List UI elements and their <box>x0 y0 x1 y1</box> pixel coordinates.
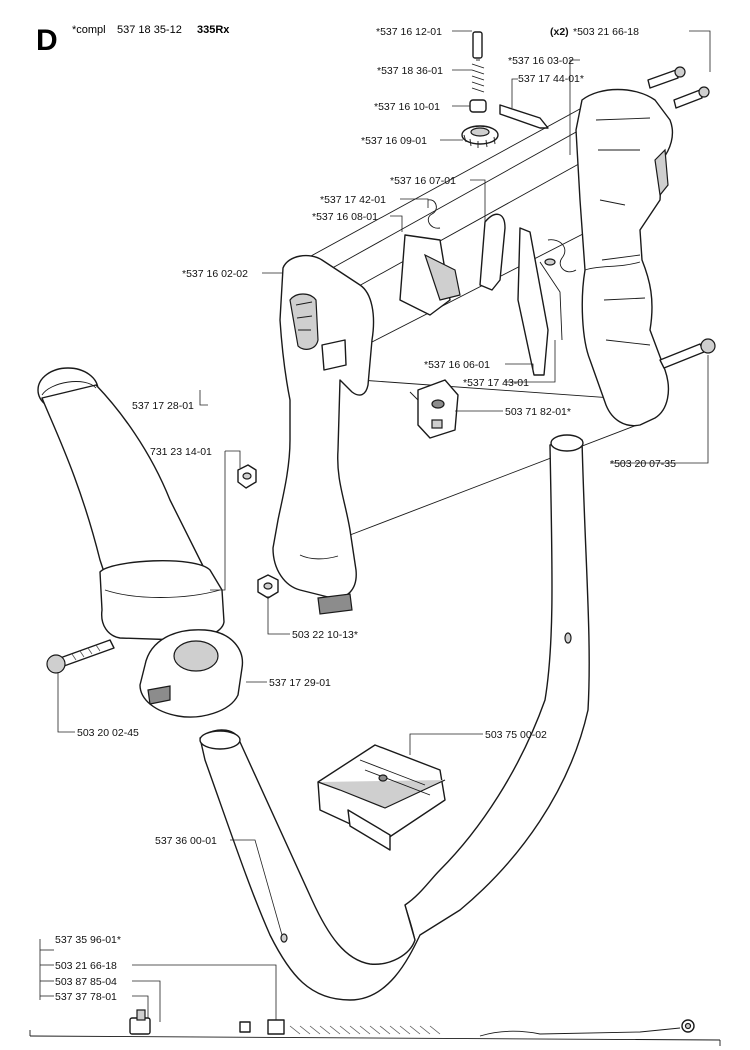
label-503-21-66-18-top: *503 21 66-18 <box>573 26 639 38</box>
spacer-block <box>317 744 446 851</box>
grip-handle <box>37 367 225 641</box>
handle-half-right <box>575 88 674 427</box>
top-assembly-parts <box>461 31 549 148</box>
label-537-37-78-01: 537 37 78-01 <box>55 991 117 1003</box>
screw-pair-top <box>647 66 710 109</box>
label-503-21-66-18-bottom: 503 21 66-18 <box>55 960 117 972</box>
hex-nut-lower <box>257 574 279 599</box>
label-537-17-29-01: 537 17 29-01 <box>269 677 331 689</box>
long-bolt-right <box>659 338 716 369</box>
label-537-35-96-01: 537 35 96-01* <box>55 934 121 946</box>
hex-nut-upper <box>237 464 257 489</box>
label-537-16-02-02: *537 16 02-02 <box>182 268 248 280</box>
label-537-18-36-01: *537 18 36-01 <box>377 65 443 77</box>
throttle-cable <box>29 1009 721 1046</box>
label-731-23-14-01: 731 23 14-01 <box>150 446 212 458</box>
label-537-16-08-01: *537 16 08-01 <box>312 211 378 223</box>
label-537-16-03-02: *537 16 03-02 <box>508 55 574 67</box>
label-503-20-07-35: *503 20 07-35 <box>610 458 676 470</box>
label-503-20-02-45: 503 20 02-45 <box>77 727 139 739</box>
label-537-16-10-01: *537 16 10-01 <box>374 101 440 113</box>
label-503-87-85-04: 503 87 85-04 <box>55 976 117 988</box>
loop-handle-tube <box>199 434 590 1001</box>
leader-lines <box>39 30 711 1022</box>
label-537-16-12-01: *537 16 12-01 <box>376 26 442 38</box>
part-labels: *537 16 12-01 *537 18 36-01 *537 16 10-0… <box>55 26 676 1003</box>
label-537-17-44-01: 537 17 44-01* <box>518 73 584 85</box>
label-537-17-42-01: *537 17 42-01 <box>320 194 386 206</box>
label-537-17-43-01: *537 17 43-01 <box>463 377 529 389</box>
label-537-17-28-01: 537 17 28-01 <box>132 400 194 412</box>
label-537-16-09-01: *537 16 09-01 <box>361 135 427 147</box>
handle-clamp <box>139 629 244 718</box>
label-537-16-06-01: *537 16 06-01 <box>424 359 490 371</box>
model-name: 335Rx <box>197 24 230 36</box>
section-letter: D <box>36 24 58 57</box>
label-503-71-82-01: 503 71 82-01* <box>505 406 571 418</box>
label-537-16-07-01: *537 16 07-01 <box>390 175 456 187</box>
stop-switch <box>409 379 459 439</box>
bolt-left <box>46 639 115 674</box>
label-503-22-10-13: 503 22 10-13* <box>292 629 358 641</box>
label-quantity-x2: (x2) <box>550 26 569 38</box>
label-503-75-00-02: 503 75 00-02 <box>485 729 547 741</box>
kit-prefix: *compl <box>72 24 106 36</box>
kit-number: 537 18 35-12 <box>117 24 182 36</box>
label-537-36-00-01: 537 36 00-01 <box>155 835 217 847</box>
handle-half-left <box>272 254 375 615</box>
trigger-assembly <box>399 199 577 376</box>
